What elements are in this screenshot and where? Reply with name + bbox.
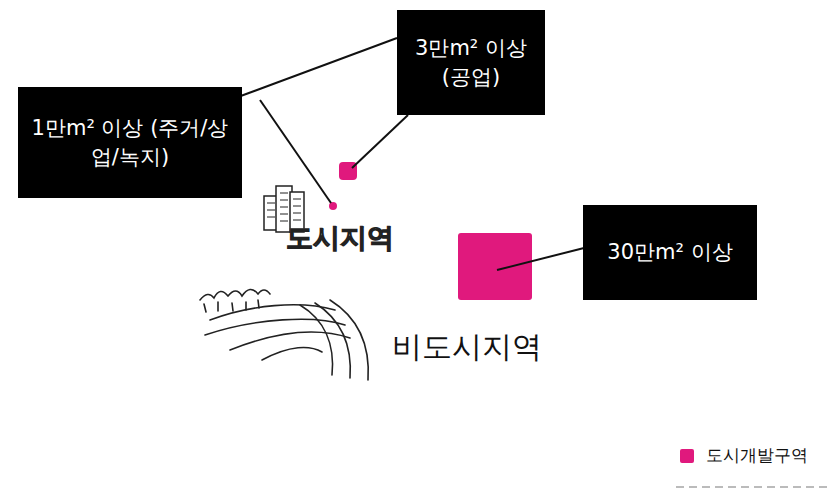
callout-box: 3만m² 이상 (공업) [397, 10, 545, 115]
callout-text: 3만m² 이상 (공업) [407, 34, 535, 91]
callout-box: 1만m² 이상 (주거/상업/녹지) [18, 87, 242, 198]
legend-text: 도시개발구역 [706, 444, 808, 467]
urban-region: 도시지역 [248, 138, 408, 293]
region-label: 도시지역 [286, 220, 394, 256]
urban-region-outline [248, 138, 408, 293]
urban-region-outline [256, 147, 404, 287]
legend-item: 도시개발구역 [680, 444, 808, 467]
region-label: 비도시지역 [392, 327, 542, 368]
callout-box: 30만m² 이상 [583, 205, 757, 300]
farmland-illustration [200, 289, 368, 380]
callout-text: 30만m² 이상 [607, 238, 732, 266]
dashed-rule [676, 486, 827, 488]
callout-text: 1만m² 이상 (주거/상업/녹지) [28, 114, 232, 171]
legend-swatch [680, 449, 694, 463]
